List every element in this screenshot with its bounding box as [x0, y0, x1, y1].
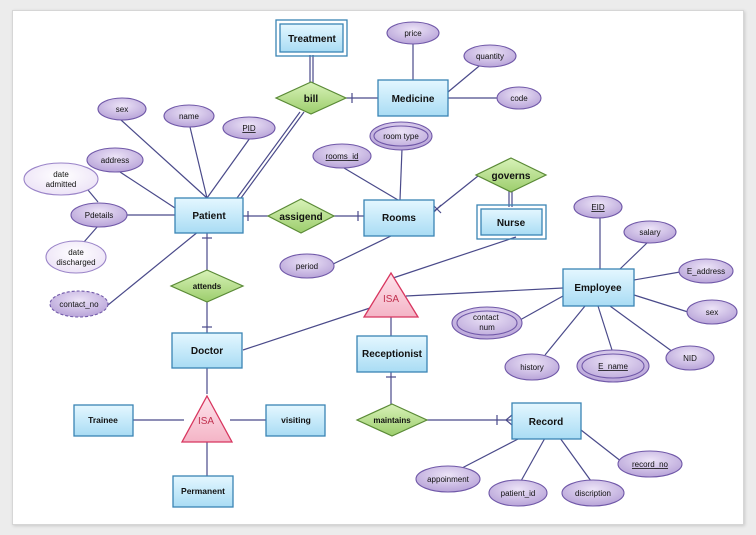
attribute-label: rooms_id [326, 152, 359, 161]
entity-visiting: visiting [265, 404, 326, 437]
attribute-label: sex [116, 105, 128, 114]
attribute-label: record_no [632, 460, 669, 469]
attribute-sex-patient: sex [97, 97, 147, 121]
attribute-nid: NID [665, 345, 715, 371]
attribute-label: Pdetails [85, 211, 113, 220]
entity-label: Doctor [191, 346, 223, 357]
attribute-label: PID [242, 124, 256, 133]
attribute-history: history [504, 353, 560, 381]
attribute-appoinment: appoinment [415, 465, 481, 493]
attribute-salary: salary [623, 220, 677, 244]
entity-receptionist: Receptionist [356, 335, 428, 373]
attribute-room-type: room type [369, 121, 433, 151]
attribute-address: address [86, 147, 144, 173]
attribute-label-line2: num [479, 323, 495, 332]
attribute-label: appoinment [427, 475, 470, 484]
relationship-bill: bill [274, 81, 348, 115]
attribute-sex-employee: sex [686, 299, 738, 325]
attribute-rooms-id: rooms_id [312, 143, 372, 169]
relationship-label: assigend [279, 212, 322, 223]
attribute-period: period [279, 253, 335, 279]
entity-permanent: Permanent [172, 475, 234, 508]
entity-label: Treatment [288, 34, 336, 45]
attribute-quantity: quantity [463, 44, 517, 68]
attribute-label: salary [639, 228, 660, 237]
entity-label: Medicine [392, 94, 435, 105]
entity-label: Patient [192, 211, 226, 222]
attribute-code: code [496, 86, 542, 110]
attribute-pid: PID [222, 116, 276, 140]
entity-patient: Patient [174, 197, 244, 234]
entity-label: Employee [574, 283, 622, 294]
entity-label: visiting [281, 415, 311, 425]
attribute-label: NID [683, 354, 697, 363]
isa-doctor: ISA [180, 394, 234, 443]
entity-label: Permanent [181, 486, 225, 496]
entity-employee: Employee [562, 268, 635, 307]
attribute-label: room type [383, 132, 419, 141]
entity-nurse: Nurse [476, 204, 547, 240]
attribute-contact-no: contact_no [49, 290, 109, 318]
attribute-label: name [179, 112, 200, 121]
attribute-label: E_address [687, 267, 725, 276]
attribute-label: sex [706, 308, 718, 317]
entity-doctor: Doctor [171, 332, 243, 369]
relationship-assigend: assigend [266, 198, 336, 234]
relationship-maintains: maintains [355, 403, 429, 437]
attribute-pdetails: Pdetails [70, 202, 128, 228]
isa-label: ISA [198, 416, 214, 427]
attribute-contact-num: contact num [451, 306, 523, 340]
svg-text:contact num: contact num [473, 313, 501, 332]
entity-label: Nurse [497, 218, 526, 229]
attribute-eid: EID [573, 195, 623, 219]
relationship-label: governs [492, 171, 531, 182]
attribute-label: contact [473, 313, 500, 322]
attribute-label: discription [575, 489, 611, 498]
attribute-label: E_name [598, 362, 628, 371]
relationship-governs: governs [474, 157, 548, 193]
attribute-label: quantity [476, 52, 504, 61]
attribute-patient-id: patient_id [488, 479, 548, 507]
attribute-label: patient_id [501, 489, 536, 498]
attribute-label: EID [591, 203, 605, 212]
attribute-e-address: E_address [678, 258, 734, 284]
isa-employee: ISA [362, 271, 420, 318]
attribute-label: history [520, 363, 544, 372]
attribute-label: contact_no [59, 300, 99, 309]
attribute-label: code [510, 94, 528, 103]
attribute-price: price [386, 21, 440, 45]
attribute-label: period [296, 262, 318, 271]
entity-label: Trainee [88, 415, 118, 425]
relationship-label: maintains [373, 416, 411, 425]
isa-label: ISA [383, 294, 399, 305]
cardinality-marks [202, 93, 513, 426]
entity-record: Record [511, 402, 582, 440]
attribute-e-name: E_name [576, 349, 650, 383]
attribute-name: name [163, 104, 215, 128]
entity-label: Receptionist [362, 349, 423, 360]
entity-treatment: Treatment [275, 19, 348, 57]
entity-trainee: Trainee [73, 404, 134, 437]
entity-label: Record [529, 417, 563, 428]
attribute-label: address [101, 156, 129, 165]
entity-rooms: Rooms [363, 199, 435, 237]
relationship-attends: attends [169, 269, 245, 303]
relationship-label: bill [304, 94, 319, 105]
attribute-label: price [404, 29, 422, 38]
entity-medicine: Medicine [377, 79, 449, 117]
attribute-record-no: record_no [617, 450, 683, 478]
entity-label: Rooms [382, 213, 416, 224]
attribute-discription: discription [561, 479, 625, 507]
relationship-label: attends [193, 282, 222, 291]
